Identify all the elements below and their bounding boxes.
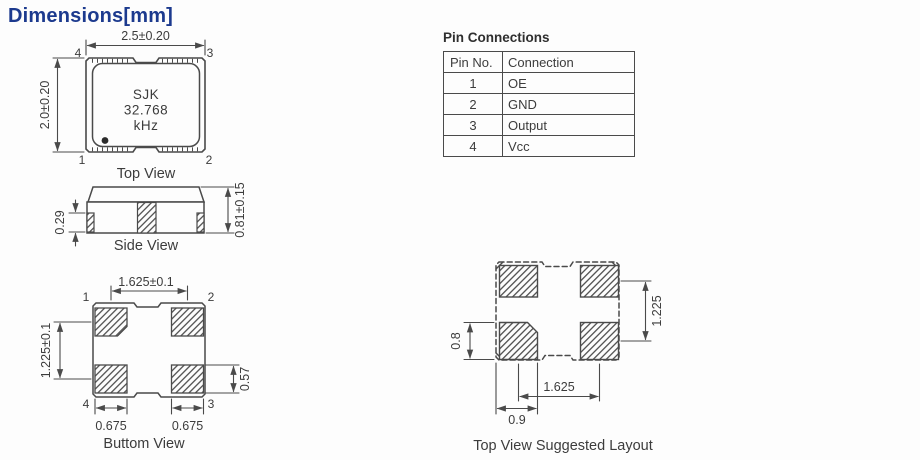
layout-pad-bottom-right: [579, 321, 620, 361]
pin-number: 3: [443, 114, 503, 136]
top-view-seam-ticks: [90, 147, 132, 152]
header-pin-no: Pin No.: [443, 51, 503, 73]
side-view-left-pad: [86, 212, 95, 233]
table-row: 4 Vcc: [443, 135, 635, 157]
bottom-view-pin-1: 1: [83, 290, 90, 304]
top-view-drawing: SJK 32.768 kHz 4 3 1 2 2.5±0.20 2.0±0.20: [38, 29, 214, 182]
suggested-layout-label: Top View Suggested Layout: [473, 438, 653, 454]
chip-marking-line1: SJK: [133, 87, 159, 102]
table-row: 1 OE: [443, 72, 635, 94]
pin-connection: GND: [502, 93, 635, 115]
top-view-seam-ticks: [90, 58, 132, 63]
table-header-row: Pin No. Connection: [443, 51, 635, 73]
pin-connection: Vcc: [502, 135, 635, 157]
pin-connection: Output: [502, 114, 635, 136]
pin-connection: OE: [502, 72, 635, 94]
layout-edge-to-pad-text: 0.9: [508, 413, 525, 427]
pin-number: 4: [443, 135, 503, 157]
pin-connections-table: Pin No. Connection 1 OE 2 GND 3 Output 4…: [443, 51, 635, 157]
pin-connections-title: Pin Connections: [443, 30, 550, 45]
bottom-view-pad-3: [170, 364, 205, 394]
bottom-view-label: Buttom View: [103, 436, 185, 452]
bottom-view-pitch-x-text: 1.625±0.1: [118, 275, 174, 289]
bottom-view-drawing: 1 2 4 3 1.625±0.1 1.225±0.1: [39, 275, 252, 452]
side-view-label: Side View: [114, 238, 179, 254]
bottom-view-pitch-x-dimension: [110, 285, 189, 301]
table-row: 3 Output: [443, 114, 635, 136]
side-view-right-pad: [196, 212, 205, 233]
layout-pitch-y-text: 1.225: [650, 295, 664, 326]
layout-pad-bottom-left: [498, 321, 539, 361]
top-view-pin-3: 3: [207, 46, 214, 60]
header-connection: Connection: [502, 51, 635, 73]
layout-pitch-y-dimension: [620, 280, 652, 342]
chip-marking-line3: kHz: [134, 118, 159, 133]
bottom-view-pin-2: 2: [208, 290, 215, 304]
layout-pitch-x-dimension: [517, 363, 601, 402]
chip-marking-line2: 32.768: [124, 103, 168, 118]
bottom-view-pad-width-right-text: 0.675: [172, 419, 203, 433]
layout-pad-top-right: [579, 264, 620, 298]
table-row: 2 GND: [443, 93, 635, 115]
layout-pad-height-dimension: [463, 321, 495, 361]
top-view-height-dim-text: 2.0±0.20: [38, 81, 52, 130]
top-view-pin-2: 2: [206, 153, 213, 167]
bottom-view-pad-4: [94, 364, 128, 394]
side-view-drawing: 0.29 0.81±0.15 Side View: [53, 182, 247, 254]
top-view-seam-ticks: [160, 147, 201, 152]
layout-pitch-x-text: 1.625: [543, 380, 574, 394]
bottom-view-pin-4: 4: [83, 397, 90, 411]
top-view-width-dim-text: 2.5±0.20: [121, 29, 170, 43]
top-view-pin-1: 1: [79, 153, 86, 167]
bottom-view-pad-1: [94, 307, 128, 337]
bottom-view-pad-height-dimension: [204, 364, 240, 394]
top-view-label: Top View: [117, 166, 176, 182]
layout-edge-to-pad-dimension: [495, 362, 539, 415]
top-view-seam-ticks: [160, 58, 201, 63]
pin-number: 2: [443, 93, 503, 115]
bottom-view-pin-3: 3: [208, 397, 215, 411]
layout-pad-height-text: 0.8: [449, 332, 463, 349]
pin-number: 1: [443, 72, 503, 94]
top-view-lid-outline: [91, 62, 201, 148]
side-view-pad-thickness-dimension: [68, 199, 86, 247]
side-view-center-pad: [136, 201, 157, 234]
page-title: Dimensions[mm]: [8, 5, 174, 27]
layout-pad-top-left: [498, 264, 539, 298]
bottom-view-pad-height-text: 0.57: [238, 367, 252, 391]
bottom-view-pad-width-left-text: 0.675: [95, 419, 126, 433]
side-view-height-dimension: [200, 186, 235, 234]
suggested-layout-drawing: 1.225 0.8 1.625 0.9 Top View Sug: [449, 261, 664, 454]
top-view-pin-4: 4: [75, 46, 82, 60]
pin1-indicator-dot: [101, 137, 109, 144]
side-view-pad-thickness-text: 0.29: [53, 210, 67, 234]
top-view-height-dimension: [52, 57, 85, 153]
side-view-lid: [86, 186, 206, 203]
side-view-height-text: 0.81±0.15: [233, 182, 247, 238]
bottom-view-pad-width-dimensions: [94, 398, 205, 415]
bottom-view-pitch-y-text: 1.225±0.1: [39, 323, 53, 379]
bottom-view-pad-2: [170, 307, 205, 337]
bottom-view-pitch-y-dimension: [53, 321, 92, 380]
top-view-width-dimension: [85, 39, 206, 56]
